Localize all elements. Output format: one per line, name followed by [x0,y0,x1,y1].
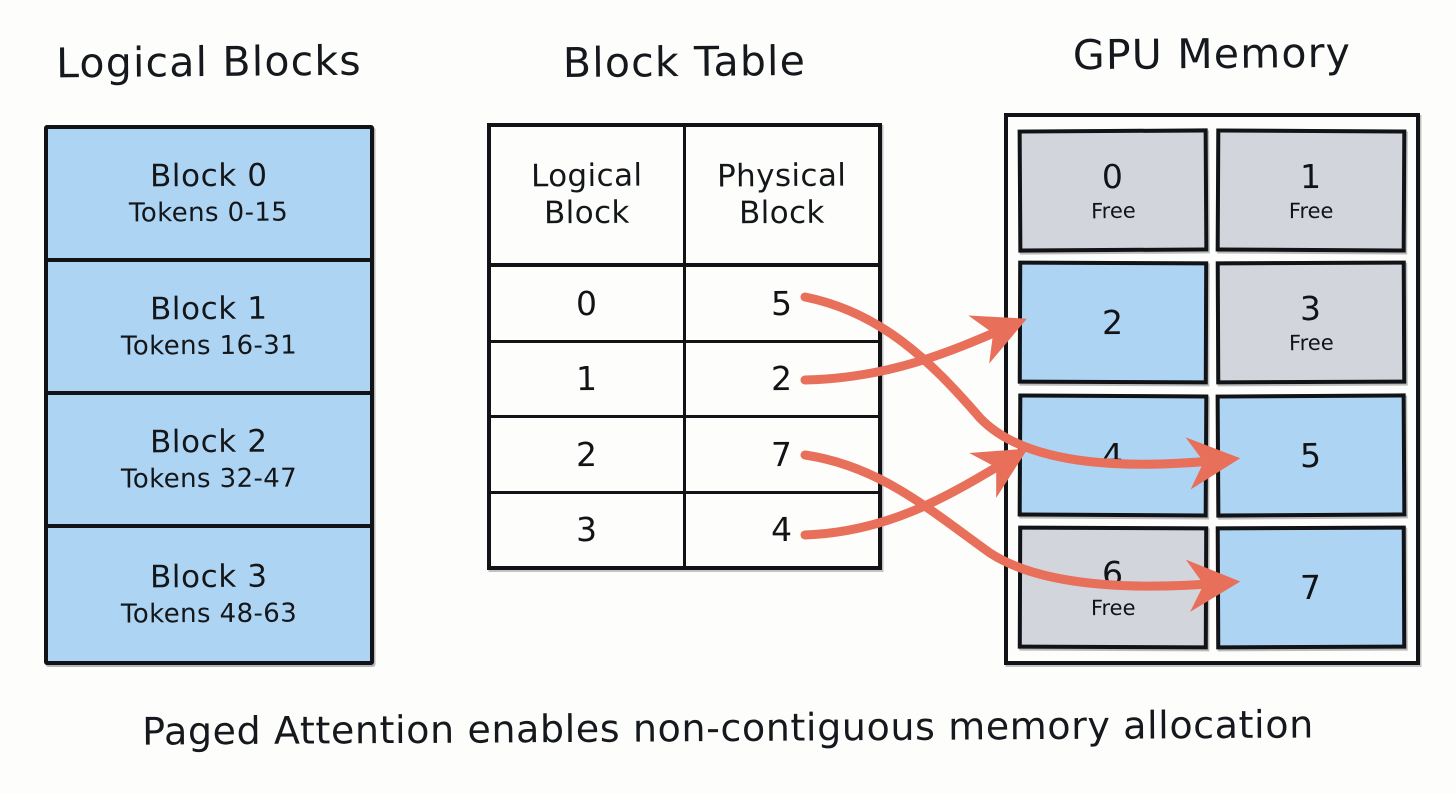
logical-block-3-name: Block 3 [150,558,268,596]
logical-block-3[interactable]: Block 3 Tokens 48-63 [48,528,370,661]
row-0-physical-cell: 5 [686,267,878,340]
logical-block-1-tokens: Tokens 16-31 [120,330,298,362]
logical-block-2-name: Block 2 [150,423,268,461]
gpu-cell-6-state: Free [1090,595,1136,620]
logical-block-2[interactable]: Block 2 Tokens 32-47 [48,395,370,528]
gpu-memory-grid: 0 Free 1 Free 2 3 Free 4 5 [1017,128,1407,650]
gpu-memory-panel: 0 Free 1 Free 2 3 Free 4 5 [1004,113,1420,665]
table-row[interactable]: 2 7 [491,418,878,494]
gpu-cell-2[interactable]: 2 [1017,260,1209,385]
block-table-panel: Logical Block Physical Block 0 5 1 2 [487,123,882,570]
logical-block-0-name: Block 0 [150,157,268,195]
logical-block-2-tokens: Tokens 32-47 [120,463,298,495]
gpu-cell-7[interactable]: 7 [1215,525,1407,650]
gpu-cell-3-id: 3 [1299,288,1323,329]
logical-block-3-tokens: Tokens 48-63 [120,598,298,630]
row-3-logical-cell: 3 [491,493,686,566]
table-row[interactable]: 0 5 [491,267,878,343]
row-1-logical-cell: 1 [491,342,686,415]
diagram-caption: Paged Attention enables non-contiguous m… [142,702,1314,754]
gpu-cell-7-id: 7 [1299,567,1323,608]
gpu-cell-1[interactable]: 1 Free [1215,128,1407,253]
header-logical-block: Logical Block [491,127,686,263]
logical-block-0-tokens: Tokens 0-15 [129,197,289,229]
row-0-physical-value: 5 [771,283,793,323]
row-3-logical-value: 3 [576,510,598,550]
row-1-physical-cell: 2 [686,343,878,416]
row-2-logical-cell: 2 [491,418,686,491]
header-physical-line2: Block [738,194,826,232]
row-2-physical-cell: 7 [686,418,878,491]
gpu-cell-1-id: 1 [1300,156,1323,196]
header-logical-line1: Logical [531,158,643,195]
gpu-memory-title: GPU Memory [1072,28,1352,80]
gpu-cell-4[interactable]: 4 [1017,393,1209,518]
row-0-logical-value: 0 [576,283,598,323]
gpu-cell-5-id: 5 [1299,435,1323,475]
gpu-cell-2-id: 2 [1102,303,1124,343]
gpu-cell-3[interactable]: 3 Free [1215,260,1407,385]
logical-block-1[interactable]: Block 1 Tokens 16-31 [48,262,370,395]
header-logical-line2: Block [543,194,631,232]
logical-blocks-panel: Block 0 Tokens 0-15 Block 1 Tokens 16-31… [44,125,374,665]
block-table-title: Block Table [562,36,807,88]
gpu-cell-0[interactable]: 0 Free [1017,128,1209,253]
gpu-cell-1-state: Free [1288,198,1334,223]
logical-block-0[interactable]: Block 0 Tokens 0-15 [48,129,370,262]
header-physical-block: Physical Block [686,127,878,263]
block-table-header-row: Logical Block Physical Block [491,127,878,267]
logical-blocks-title: Logical Blocks [55,36,363,88]
gpu-cell-5[interactable]: 5 [1215,392,1407,518]
row-0-logical-cell: 0 [491,267,686,340]
gpu-cell-0-state: Free [1090,198,1136,223]
table-row[interactable]: 3 4 [491,493,878,567]
row-1-physical-value: 2 [771,359,793,399]
table-row[interactable]: 1 2 [491,342,878,418]
gpu-cell-0-id: 0 [1101,156,1125,196]
row-2-physical-value: 7 [771,434,793,474]
row-2-logical-value: 2 [576,434,598,474]
gpu-cell-4-id: 4 [1102,435,1124,475]
row-3-physical-value: 4 [771,510,793,550]
gpu-cell-3-state: Free [1288,330,1334,356]
header-physical-line1: Physical [717,157,847,195]
row-3-physical-cell: 4 [686,494,878,567]
gpu-cell-6-id: 6 [1102,553,1125,593]
gpu-cell-6[interactable]: 6 Free [1017,525,1209,650]
row-1-logical-value: 1 [576,359,598,399]
logical-block-1-name: Block 1 [150,290,268,328]
